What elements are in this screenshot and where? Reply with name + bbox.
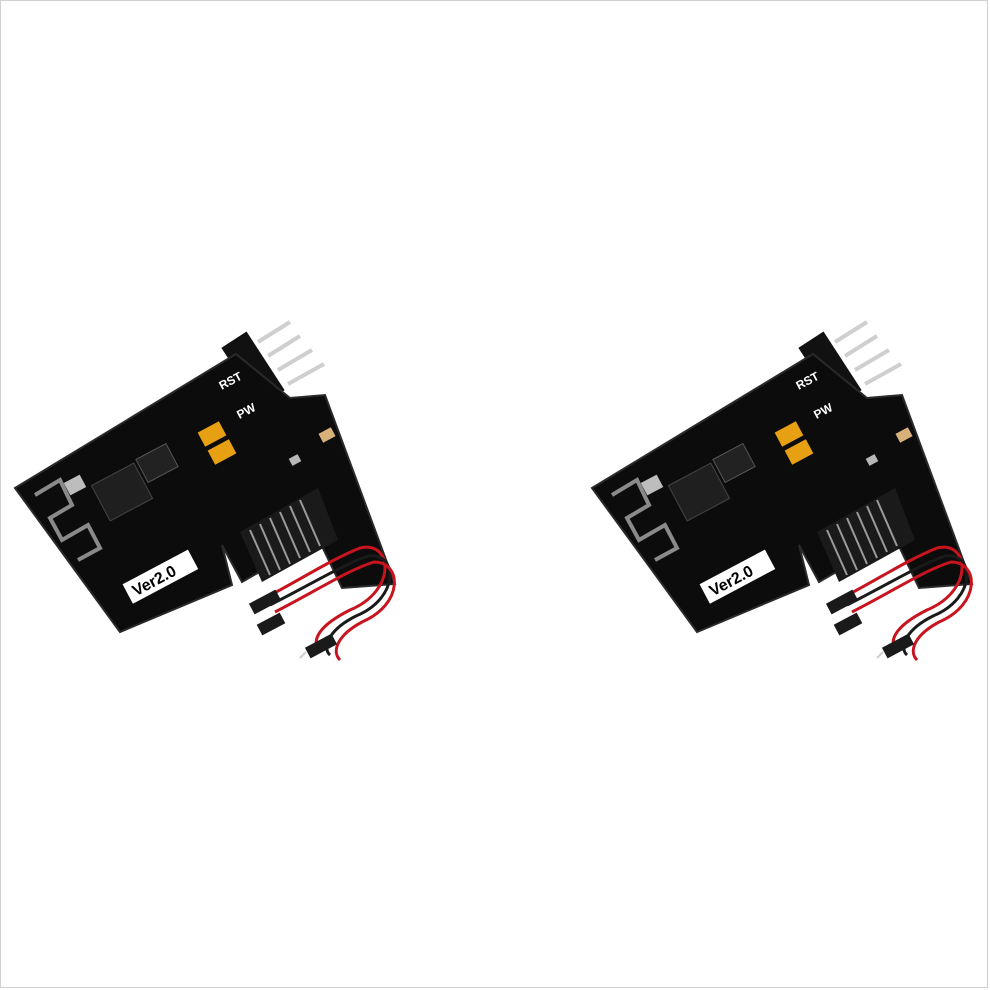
pcb-module-1: Ver2.0 RST PW	[13, 320, 397, 662]
edge-connector	[240, 488, 338, 582]
flash-chip	[712, 442, 756, 484]
antenna-trace	[33, 477, 103, 562]
flash-chip	[135, 442, 179, 484]
capacitor-2	[207, 439, 237, 465]
wifi-chip	[667, 462, 731, 522]
crystal	[640, 474, 664, 496]
capacitor-1	[774, 421, 804, 447]
product-photo-1: Ver2.0 RST PW	[13, 320, 397, 662]
pcb-module-2: Ver2.0 RST PW	[590, 320, 974, 662]
jumper-cable	[825, 545, 973, 662]
edge-connector	[817, 488, 915, 582]
product-photo-2: Ver2.0 RST PW	[495, 0, 990, 990]
crystal	[63, 474, 87, 496]
capacitor-1	[197, 421, 227, 447]
capacitor-2	[784, 439, 814, 465]
wifi-chip	[90, 462, 154, 522]
jumper-cable	[248, 545, 396, 662]
antenna-trace	[610, 477, 680, 562]
